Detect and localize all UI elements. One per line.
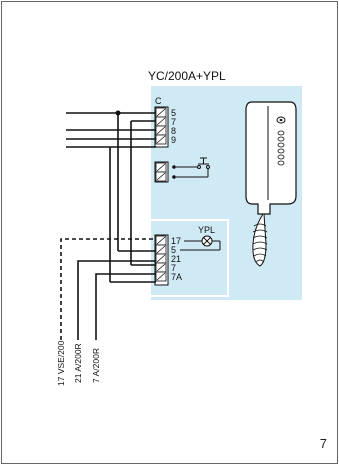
- common-label: C: [155, 96, 162, 106]
- terminal-label-top: 5: [171, 108, 176, 118]
- terminal-label-top: 8: [171, 126, 176, 136]
- terminal-label-bottom: 7A: [171, 272, 182, 282]
- lamp-terminal-box: [149, 219, 229, 297]
- cable-wires: [60, 238, 156, 340]
- cable-label-7: 7 A/200R: [91, 348, 101, 383]
- terminal-label-bottom: 7: [171, 263, 176, 273]
- push-button-icon: [176, 157, 210, 178]
- terminal-block-bottom: 17 5 21 7 7A: [154, 234, 182, 286]
- junction-dot: [115, 110, 121, 116]
- cable-label-21: 21 A/200R: [73, 343, 83, 383]
- terminal-label-bottom: 17: [171, 236, 181, 246]
- top-wires: [66, 112, 156, 283]
- page-number: 7: [319, 436, 327, 451]
- terminal-block-top: C 5 7 8 9: [154, 96, 176, 148]
- lamp-icon: [201, 235, 213, 247]
- handset-icon: [245, 101, 297, 267]
- lamp-circuit: YPL: [180, 225, 221, 251]
- diagram-title: YC/200A+YPL: [148, 69, 226, 83]
- terminal-label-bottom: 21: [171, 254, 181, 264]
- cable-label-17: 17 VSE/200: [56, 340, 66, 386]
- terminal-screw-icon: [155, 107, 167, 145]
- terminal-label-top: 7: [171, 117, 176, 127]
- lamp-label: YPL: [198, 225, 215, 235]
- terminal-label-bottom: 5: [171, 245, 176, 255]
- push-button-block: [154, 157, 210, 183]
- terminal-label-top: 9: [171, 135, 176, 145]
